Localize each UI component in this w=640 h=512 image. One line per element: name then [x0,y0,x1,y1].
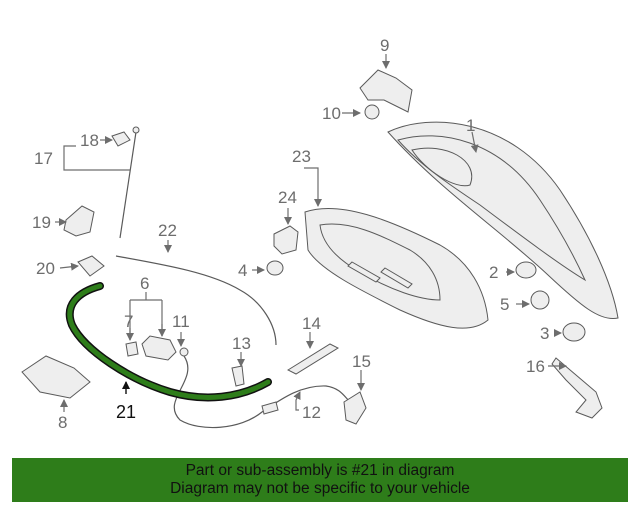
info-banner: Part or sub-assembly is #21 in diagram D… [12,458,628,502]
callout-22: 22 [158,221,177,240]
callout-8: 8 [58,413,67,432]
hood-panel [387,121,619,320]
callout-1: 1 [466,116,475,135]
callout-3: 3 [540,324,549,343]
banner-line-1: Part or sub-assembly is #21 in diagram [185,462,455,479]
strut-bracket [63,205,95,237]
hood-stop-bumper [515,261,537,279]
hood-bumper [530,290,550,310]
callout-13: 13 [232,334,251,353]
callout-23: 23 [292,147,311,166]
callout-18: 18 [80,131,99,150]
callout-16: 16 [526,357,545,376]
cable-cover [343,391,367,425]
callout-9: 9 [380,36,389,55]
hood-insulator [304,207,489,329]
release-handle [261,401,279,415]
callout-12: 12 [302,403,321,422]
callout-10: 10 [322,104,341,123]
hood-bumper-block [77,255,105,277]
latch-support [21,355,91,399]
highlighted-weatherstrip-fill [67,283,271,400]
callout-11: 11 [172,312,190,331]
callout-7: 7 [124,312,133,331]
hood-seal-rod [115,255,277,346]
hood-hinge-upper [359,69,413,120]
parts-diagram: 1 2 3 4 5 6 7 8 9 10 11 12 13 14 15 16 1… [21,36,619,432]
callout-15: 15 [352,352,371,371]
callout-14: 14 [302,314,321,333]
callout-19: 19 [32,213,51,232]
callout-17: 17 [34,149,53,168]
support-bracket [286,343,340,375]
callout-6: 6 [140,274,149,293]
callout-21: 21 [116,402,136,422]
hood-cap [562,322,586,342]
hood-adjuster-bumper [266,260,284,276]
latch-bracket [231,365,245,387]
callout-4: 4 [238,261,247,280]
hood-hinge-lower [551,357,603,419]
insulator-clip [273,225,299,255]
callout-5: 5 [500,295,509,314]
release-cable [173,355,351,429]
hood-latch [125,335,189,361]
banner-line-2: Diagram may not be specific to your vehi… [170,480,470,497]
callout-2: 2 [489,263,498,282]
hood-support-strut [111,126,140,239]
callout-20: 20 [36,259,55,278]
callout-24: 24 [278,188,297,207]
